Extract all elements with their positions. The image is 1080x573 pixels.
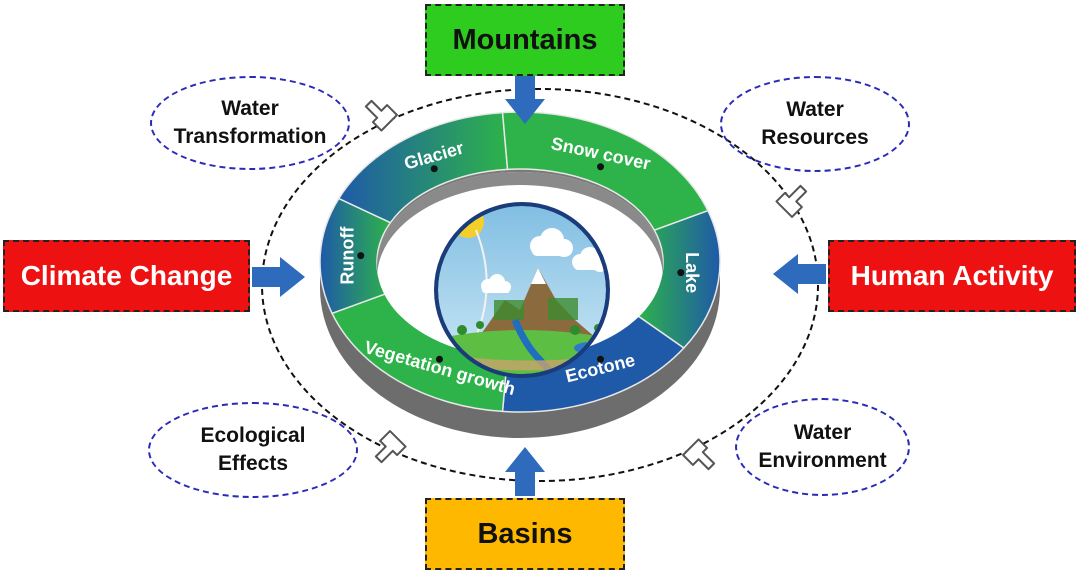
arrow-human-left — [773, 254, 826, 294]
human-activity-label: Human Activity — [850, 260, 1054, 291]
human-activity-box: Human Activity — [828, 240, 1076, 312]
mountains-box: Mountains — [425, 4, 625, 76]
effect-line-1: Water — [786, 98, 844, 122]
cloud-icon — [481, 274, 511, 293]
effect-line-2: Transformation — [173, 125, 327, 148]
ring-dot — [435, 355, 443, 363]
mountains-label: Mountains — [452, 23, 598, 56]
water-environment-ellipse: Water Environment — [735, 398, 910, 496]
ring-dot — [677, 269, 685, 277]
effect-line-1: Water — [793, 421, 852, 445]
effect-line-2: Resources — [761, 126, 869, 149]
ecological-effects-ellipse: Ecological Effects — [148, 402, 358, 498]
arrow-climate-right — [252, 257, 305, 297]
hand-pointer-icon — [775, 184, 808, 218]
hand-pointer-icon — [374, 430, 407, 464]
ring-label-lake: Lake — [682, 252, 702, 293]
hand-pointer-icon — [682, 438, 716, 471]
water-transformation-ellipse: Water Transformation — [150, 76, 350, 170]
outer-boundary-ellipse — [261, 88, 819, 482]
ring-label-runoff: Runoff — [337, 226, 357, 285]
effect-line-2: Effects — [217, 452, 289, 475]
effect-line-1: Water — [221, 97, 279, 121]
climate-change-label: Climate Change — [20, 260, 233, 291]
basins-box: Basins — [425, 498, 625, 570]
arrow-mountains-down — [505, 75, 545, 124]
effect-line-1: Ecological — [200, 424, 306, 448]
ring-dot — [430, 165, 438, 173]
arrow-basins-up — [505, 447, 545, 496]
hand-pointer-icon — [364, 99, 398, 132]
basins-label: Basins — [477, 517, 573, 550]
effect-line-2: Environment — [758, 449, 887, 472]
river-icon — [511, 318, 563, 374]
climate-change-box: Climate Change — [3, 240, 250, 312]
ring-dot — [597, 163, 605, 171]
ring-segments — [319, 111, 721, 413]
cloud-icon — [530, 228, 573, 257]
ring-side — [320, 262, 720, 438]
water-resources-ellipse: Water Resources — [720, 76, 910, 172]
ring-dot — [597, 355, 605, 363]
ring-dot — [357, 252, 365, 260]
